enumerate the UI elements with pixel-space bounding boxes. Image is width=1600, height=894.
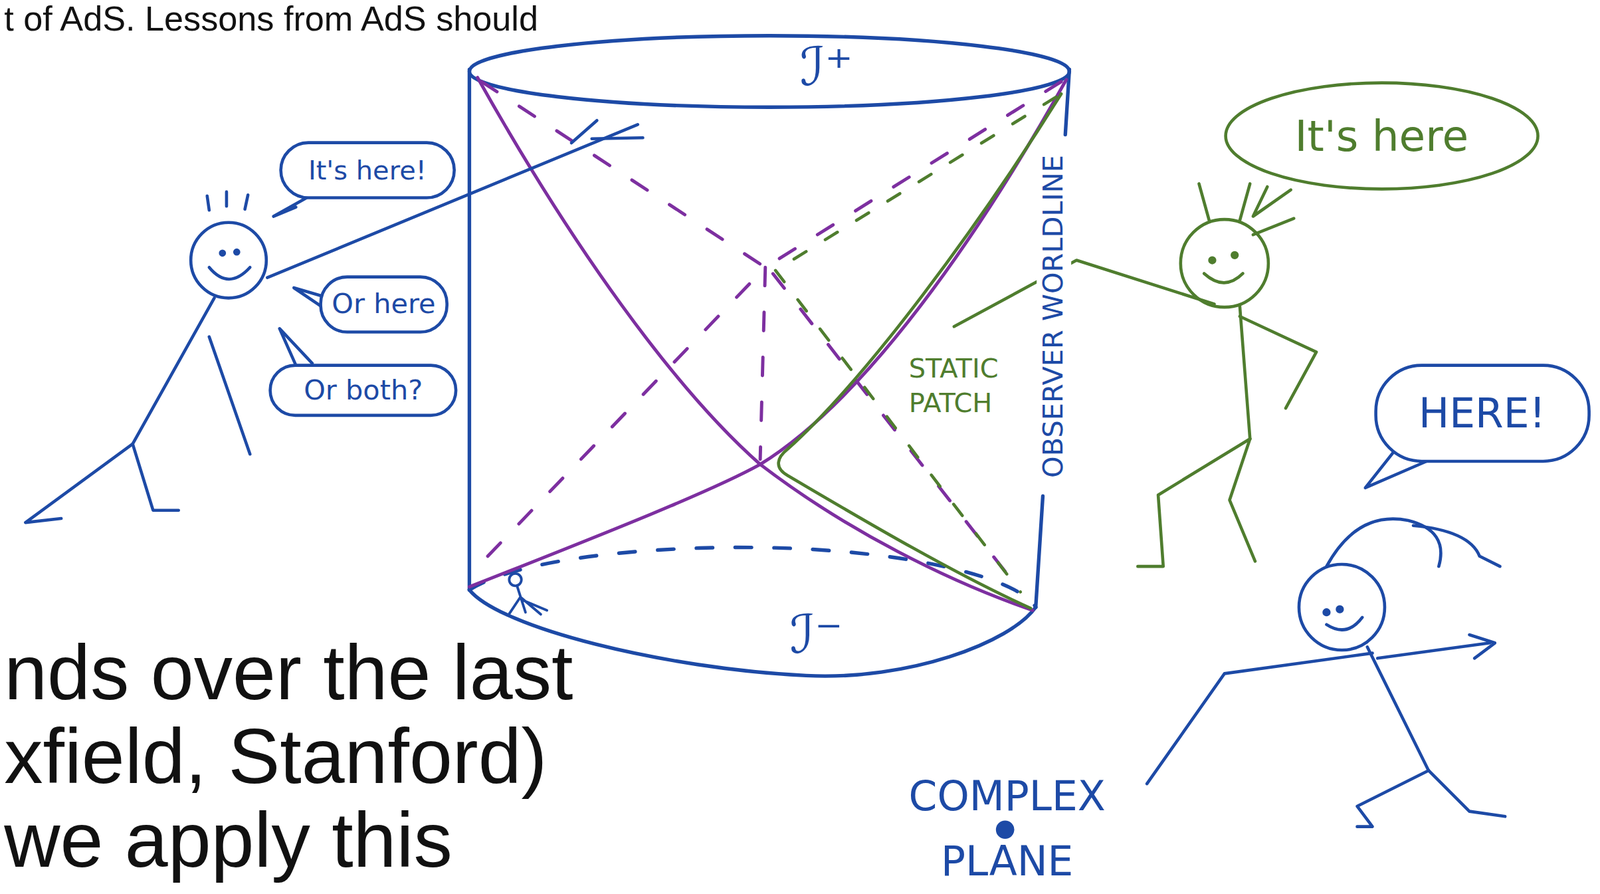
slide-text: we apply this xyxy=(3,798,453,882)
bubble-text: It's here xyxy=(1295,110,1470,162)
bubble-shape xyxy=(1375,365,1589,462)
bubble-shape xyxy=(320,276,447,332)
boundary-label: ℐ⁻ xyxy=(790,603,844,666)
cylinder xyxy=(469,35,1070,676)
speech-bubble: It's here xyxy=(1222,79,1541,193)
slide-text: xfield, Stanford) xyxy=(3,714,547,799)
speech-bubble: It's here! xyxy=(277,139,458,201)
bubble-text: Or here xyxy=(331,287,436,321)
bubble-text: Or both? xyxy=(303,374,423,408)
region-label: STATIC PATCH xyxy=(906,350,1040,422)
tiny-figure xyxy=(508,573,547,616)
speech-bubble: Or both? xyxy=(267,362,460,418)
stick-figure-girl xyxy=(1146,449,1505,827)
plane-label: COMPLEX PLANE xyxy=(879,763,1135,894)
static-patch-outline xyxy=(775,93,1062,608)
stick-figure-left xyxy=(25,120,643,523)
plane-point xyxy=(996,819,1015,839)
bubble-shape xyxy=(280,142,454,199)
bubble-text: HERE! xyxy=(1418,388,1546,438)
bubble-text: It's here! xyxy=(308,154,427,187)
speech-bubble: HERE! xyxy=(1372,362,1593,465)
boundary-label: ℐ⁺ xyxy=(800,36,854,98)
worldline-label: OBSERVER WORLDLINE xyxy=(1037,152,1072,481)
slide-text: nds over the last xyxy=(3,630,573,715)
bubble-shape xyxy=(1225,82,1538,189)
slide-text: t of AdS. Lessons from AdS should xyxy=(3,0,539,38)
bubble-shape xyxy=(270,365,457,416)
speech-bubble: Or here xyxy=(317,273,450,335)
